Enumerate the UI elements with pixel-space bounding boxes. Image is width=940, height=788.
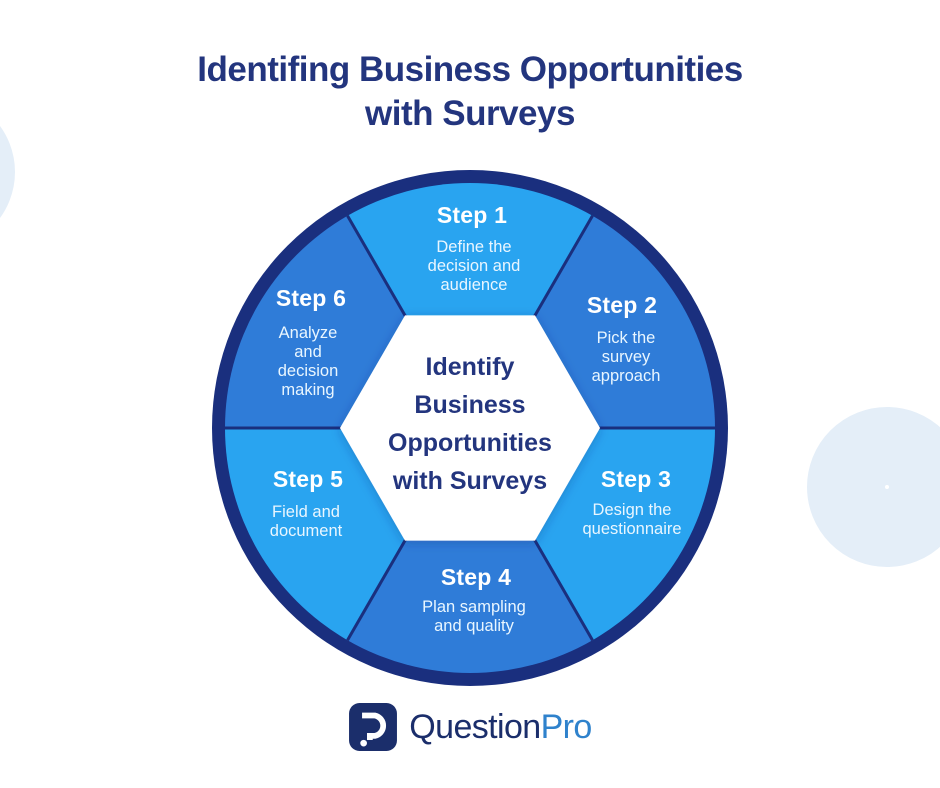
wheel-graphic (212, 170, 728, 686)
wordmark-question: Question (409, 708, 541, 746)
survey-steps-wheel: Step 1 Define the decision and audience … (210, 168, 730, 688)
decor-ring-right (807, 407, 940, 567)
step-5-desc: Field and document (269, 503, 343, 540)
step-4-desc: Plan sampling and quality (422, 598, 526, 635)
hexagon-center-text: Identify Business Opportunities with Sur… (388, 353, 552, 495)
step-3-label: Step 3 (600, 466, 672, 492)
step-3-desc: Design the questionnaire (582, 501, 682, 538)
step-1-label: Step 1 (436, 202, 508, 228)
step-4-label: Step 4 (440, 564, 512, 590)
step-5-label: Step 5 (272, 466, 344, 492)
page-title-line2: with Surveys (365, 94, 575, 133)
step-6-label: Step 6 (275, 285, 347, 311)
step-2-label: Step 2 (586, 292, 658, 318)
questionpro-p-icon (349, 703, 398, 751)
step-1-desc: Define the decision and audience (427, 238, 521, 294)
step-1-wedge (347, 182, 593, 428)
center-hexagon (340, 315, 600, 541)
wordmark-pro: Pro (540, 708, 593, 746)
questionpro-logo: QuestionPro (0, 702, 940, 752)
page-title: Identifing Business Opportunities with S… (0, 48, 940, 136)
step-2-desc: Pick the survey approach (591, 329, 661, 385)
questionpro-wordmark: QuestionPro (409, 702, 593, 752)
page-title-line1: Identifing Business Opportunities (197, 50, 743, 89)
step-4-wedge (347, 428, 593, 674)
step-6-desc: Analyze and decision making (277, 324, 339, 399)
